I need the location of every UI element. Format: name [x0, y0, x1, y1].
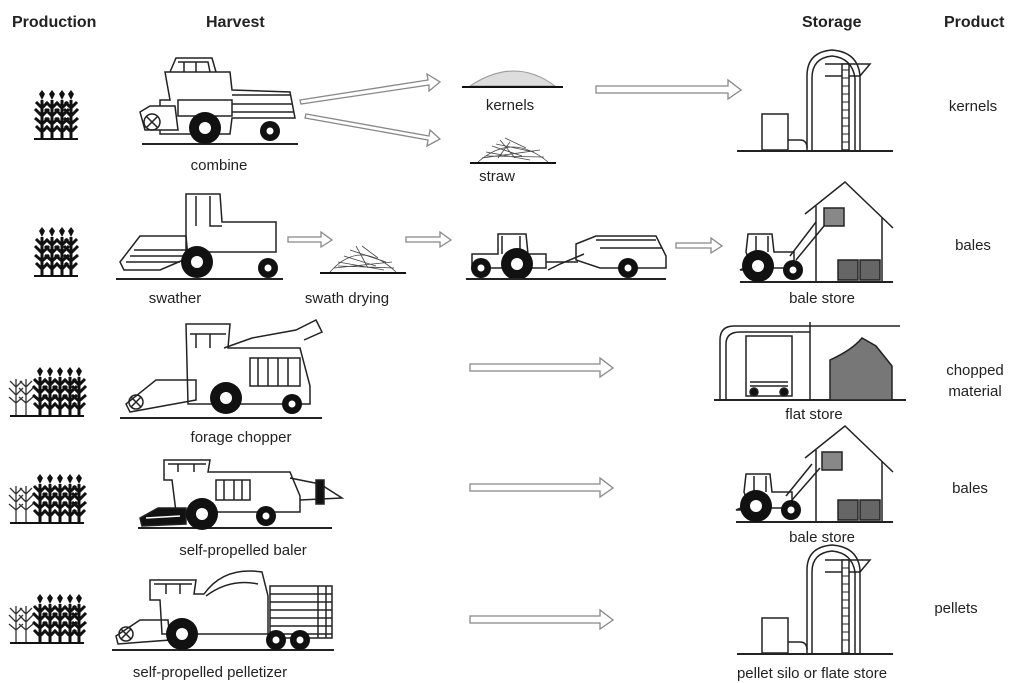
flow-arrow-icon: [469, 476, 615, 499]
combine-harvester-icon: [139, 57, 298, 145]
flow-arrow-icon: [469, 608, 615, 631]
flat-store-icon: [714, 322, 906, 401]
swath-pile-icon: [320, 245, 406, 274]
label-swath-drying: swath drying: [304, 290, 390, 307]
flow-arrow-icon: [299, 72, 442, 148]
label-combine: combine: [190, 157, 248, 174]
tractor-with-baler-icon: [466, 233, 667, 280]
product-chopped-material: chopped material: [946, 360, 1004, 402]
silo-icon: [737, 49, 893, 152]
label-swather: swather: [148, 290, 202, 307]
crop-plants-icon: [8, 365, 88, 417]
label-bale-store: bale store: [789, 290, 855, 307]
label-bale-store: bale store: [789, 529, 855, 546]
header-harvest: Harvest: [206, 14, 265, 31]
bale-store-icon: [735, 425, 894, 523]
self-propelled-baler-icon: [138, 459, 345, 530]
label-self-propelled-baler: self-propelled baler: [179, 542, 307, 559]
label-kernels: kernels: [485, 97, 535, 114]
crop-plants-icon: [33, 225, 80, 277]
straw-pile-icon: [470, 137, 556, 164]
header-product: Product: [944, 14, 1005, 31]
label-pellet-silo: pellet silo or flate store: [736, 665, 888, 682]
label-forage-chopper: forage chopper: [190, 429, 292, 446]
product-chopped-line1: chopped: [946, 362, 1004, 379]
pelletizer-icon: [112, 570, 334, 651]
label-straw: straw: [479, 168, 515, 185]
product-bales: bales: [952, 480, 988, 497]
flow-arrow-icon: [287, 230, 334, 249]
crop-plants-icon: [33, 88, 80, 140]
product-chopped-line2: material: [948, 383, 1002, 400]
bale-store-icon: [739, 181, 894, 283]
flow-arrow-icon: [469, 356, 615, 379]
crop-plants-icon: [8, 592, 88, 644]
swather-icon: [116, 193, 283, 280]
product-kernels: kernels: [948, 98, 998, 115]
flow-arrow-icon: [405, 230, 453, 249]
label-self-propelled-pelletizer: self-propelled pelletizer: [132, 664, 288, 681]
header-storage: Storage: [802, 14, 862, 31]
crop-plants-icon: [8, 472, 88, 524]
product-pellets: pellets: [934, 600, 978, 617]
product-bales: bales: [955, 237, 991, 254]
header-production: Production: [12, 14, 97, 31]
flow-arrow-icon: [595, 78, 743, 101]
silo-icon: [737, 544, 893, 655]
forage-chopper-icon: [120, 318, 324, 419]
kernels-pile-icon: [462, 70, 563, 88]
flow-arrow-icon: [675, 236, 724, 255]
label-flat-store: flat store: [785, 406, 843, 423]
